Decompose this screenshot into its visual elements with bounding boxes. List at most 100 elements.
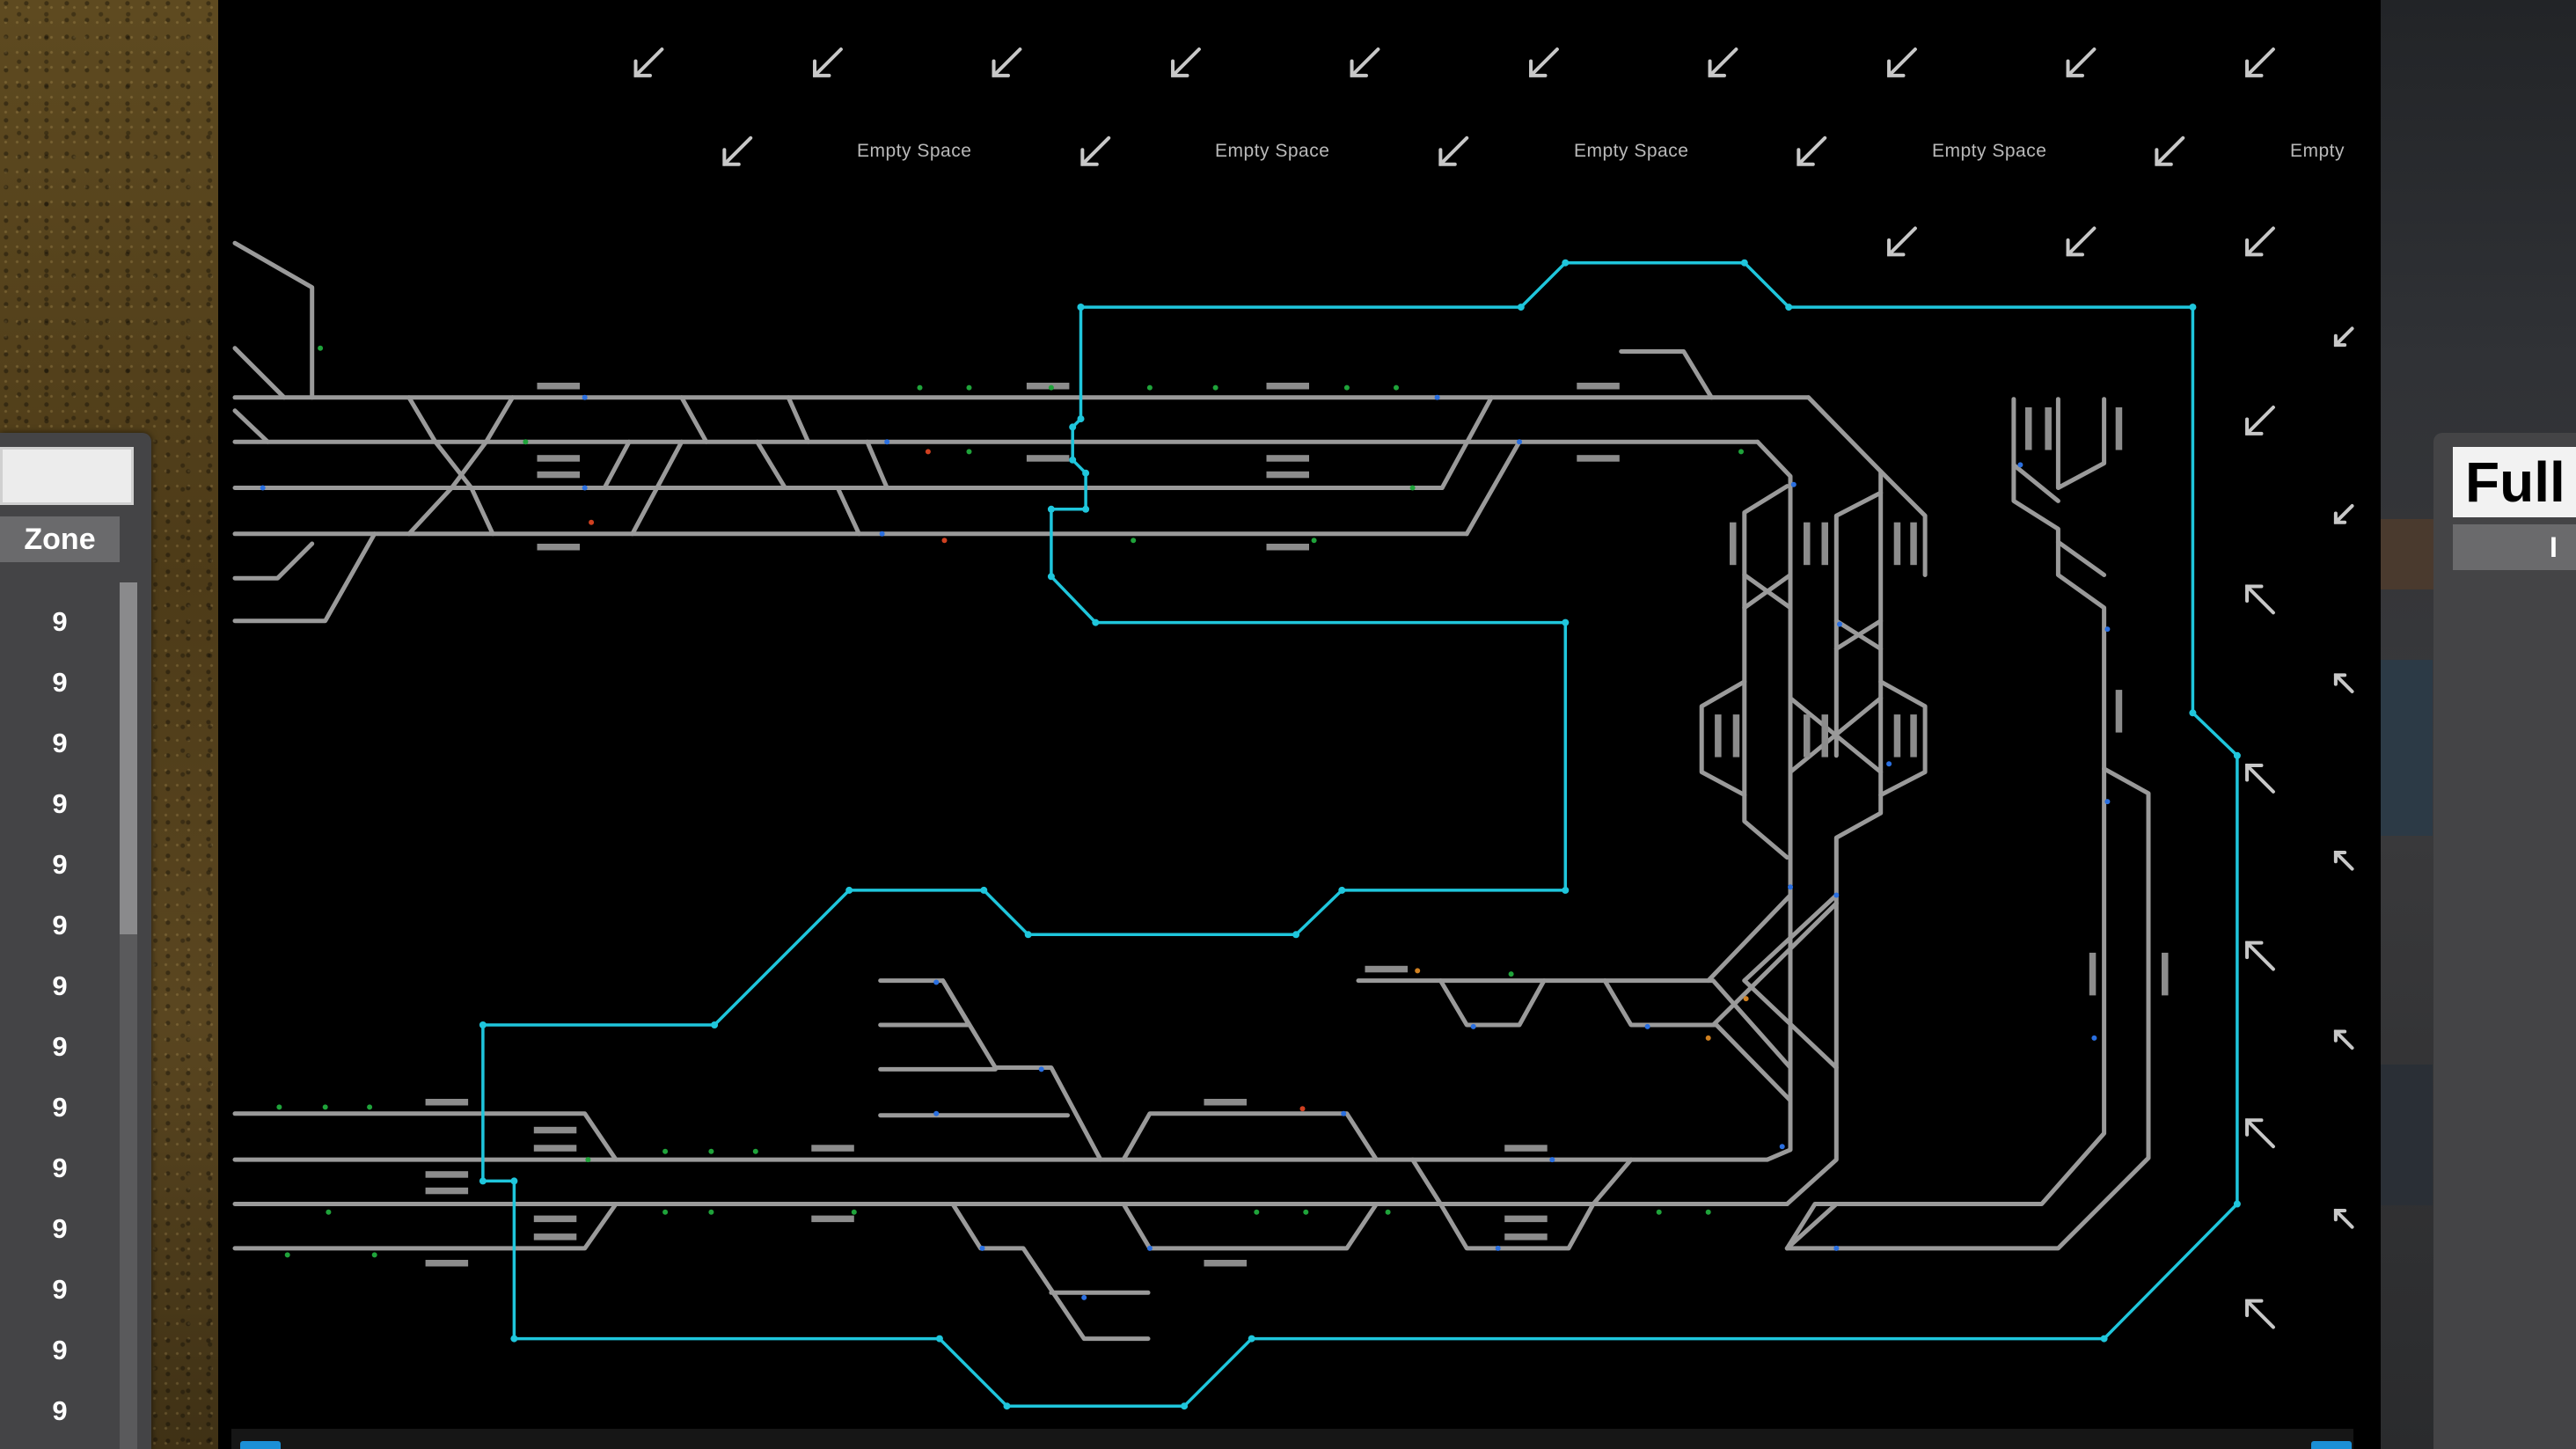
track-segment	[679, 395, 709, 444]
signal-dot	[1656, 1209, 1662, 1215]
signal-dot	[1311, 538, 1317, 544]
signal-dot	[1081, 1294, 1087, 1300]
signal-dot	[752, 1148, 758, 1154]
signal-dot	[1146, 1245, 1153, 1251]
zone-row[interactable]: 9	[52, 727, 68, 758]
platform-block	[533, 1126, 577, 1134]
track-segment	[232, 408, 270, 444]
zone-row[interactable]: 9	[52, 605, 68, 637]
platform-block	[425, 1171, 469, 1178]
zone-row[interactable]: 9	[52, 1273, 68, 1305]
track-segment	[1439, 395, 1494, 490]
signal-dot	[523, 439, 529, 445]
track-segment	[940, 978, 971, 1028]
zone-row[interactable]: 9	[52, 1030, 68, 1062]
platform-block-vertical	[2115, 407, 2123, 450]
arrow-down-left-icon	[2245, 406, 2275, 435]
signal-dot	[1644, 1023, 1650, 1029]
signal-dot	[1833, 1245, 1840, 1251]
zone-row[interactable]: 9	[52, 848, 68, 880]
track-segment	[2055, 539, 2107, 577]
platform-block	[425, 1187, 469, 1195]
zone-scrollbar-thumb[interactable]	[120, 582, 137, 934]
track-segment	[1742, 573, 1793, 611]
signal-dot	[1131, 538, 1137, 544]
platform-block-vertical	[1821, 522, 1828, 566]
track-segment	[1699, 679, 1747, 798]
track-segment	[1121, 1111, 1379, 1162]
signal-dot	[276, 1104, 282, 1110]
track-segment	[2055, 397, 2107, 490]
zone-row[interactable]: 9	[52, 1212, 68, 1244]
route-node	[1562, 259, 1570, 267]
platform-block	[1026, 383, 1070, 390]
route-node	[1069, 456, 1077, 464]
track-segment	[1619, 349, 1714, 400]
arrow-down-left-icon	[2333, 326, 2354, 348]
platform-block-vertical	[2045, 407, 2052, 450]
arrow-down-left-icon	[2155, 135, 2185, 166]
zone-row[interactable]: 9	[52, 1152, 68, 1183]
signal-dot	[1886, 761, 1892, 767]
track-segment	[602, 439, 632, 490]
signal-dot	[1705, 1209, 1711, 1215]
signal-dot	[585, 1157, 591, 1163]
zone-row[interactable]: 9	[52, 666, 68, 698]
zone-row[interactable]: 9	[52, 787, 68, 819]
signal-dot	[1415, 968, 1421, 974]
scroll-handle-right[interactable]	[2311, 1441, 2352, 1449]
platform-block	[1365, 965, 1408, 973]
zone-row[interactable]: 9	[52, 1334, 68, 1365]
track-segment	[406, 395, 515, 537]
route-node	[1003, 1402, 1011, 1410]
track-segment	[1784, 1202, 1839, 1251]
route-node	[935, 1335, 943, 1343]
track-segment	[786, 395, 811, 444]
signal-dot	[1394, 384, 1399, 391]
platform-signal-layer	[260, 259, 2241, 1410]
platform-block	[1577, 383, 1620, 390]
signal-dot	[1508, 971, 1514, 977]
signal-dot	[1038, 1066, 1044, 1072]
route-node	[1077, 304, 1085, 311]
signal-dot	[966, 384, 972, 391]
platform-block	[537, 544, 580, 551]
platform-block	[1026, 455, 1070, 462]
signal-dot	[884, 439, 890, 445]
route-node	[980, 886, 988, 894]
platform-block-vertical	[1715, 714, 1722, 757]
route-node	[711, 1021, 719, 1028]
route-node	[2233, 751, 2241, 759]
window-pane	[2380, 660, 2433, 836]
scroll-handle-left[interactable]	[240, 1441, 281, 1449]
zone-row[interactable]: 9	[52, 970, 68, 1001]
route-node	[1069, 423, 1077, 431]
platform-block	[537, 455, 580, 462]
arrow-down-left-icon	[633, 48, 664, 77]
zone-row[interactable]: 9	[52, 909, 68, 940]
signal-map-screen[interactable]: Empty Space Empty Space Empty Space Empt…	[218, 0, 2381, 1449]
arrow-down-left-icon	[1887, 48, 1917, 77]
track-segment	[1710, 901, 1839, 1028]
track-segment	[1755, 439, 1793, 1162]
track-segment	[1806, 395, 1928, 577]
route-node	[510, 1177, 518, 1185]
route-node	[1740, 259, 1748, 267]
track-segment	[232, 531, 377, 624]
zone-row[interactable]: 9	[52, 1091, 68, 1123]
platform-block-vertical	[2025, 407, 2032, 450]
arrow-down-left-icon	[813, 48, 843, 77]
zone-list[interactable]: 9 9 9 9 9 9 9 9 9 9 9 9 9 9	[0, 591, 120, 1441]
platform-block-vertical	[1910, 714, 1917, 757]
platform-block	[1266, 544, 1309, 551]
platform-block	[1204, 1099, 1247, 1106]
track-segment	[1788, 696, 1884, 774]
zone-row[interactable]: 9	[52, 1394, 68, 1426]
arrow-down-left-icon	[1708, 48, 1738, 77]
signal-dot	[582, 394, 588, 400]
route-node	[1292, 931, 1300, 939]
route-node	[2100, 1335, 2108, 1343]
horizontal-scrollbar[interactable]	[231, 1429, 2353, 1449]
platform-block	[1504, 1233, 1548, 1240]
